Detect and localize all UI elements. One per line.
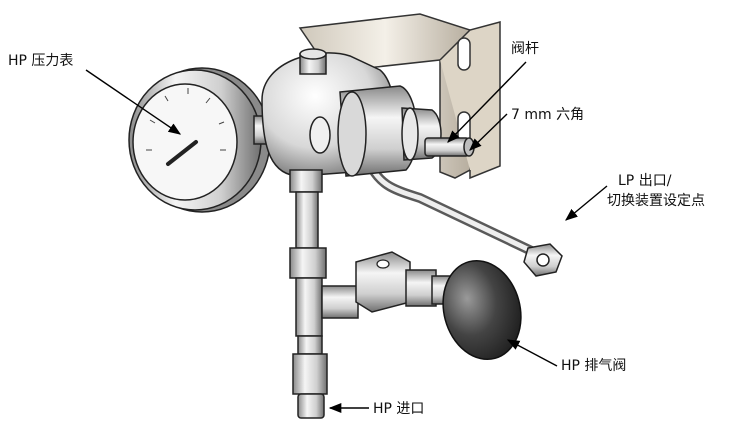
tee-fitting [295,277,323,337]
vent-knob [442,259,522,361]
leader-hp-vent [506,339,558,367]
bracket-slot-upper [457,37,471,71]
label-hex: 7 mm 六角 [511,107,585,123]
valve-stem [424,137,470,157]
label-lp-outlet-line1: LP 出口/ [618,173,672,189]
label-hp-vent: HP 排气阀 [561,358,627,374]
label-hp-gauge: HP 压力表 [8,53,74,69]
leader-hex [469,113,508,151]
label-valve-stem: 阀杆 [511,41,539,57]
hp-gauge [128,67,285,213]
label-hp-inlet: HP 进口 [373,401,425,417]
leader-valve-stem [447,61,527,143]
leader-lines [85,61,608,414]
hp-vent-valve [355,251,522,361]
gauge-needle [166,140,198,166]
gauge-dial [132,83,238,201]
leader-lp-outlet [565,185,608,221]
hp-inlet-port [297,393,325,419]
regulator-body [261,48,475,177]
hp-inlet-assembly [289,169,359,419]
label-lp-outlet-line2: 切换装置设定点 [607,193,705,209]
leader-hp-gauge [85,69,182,135]
